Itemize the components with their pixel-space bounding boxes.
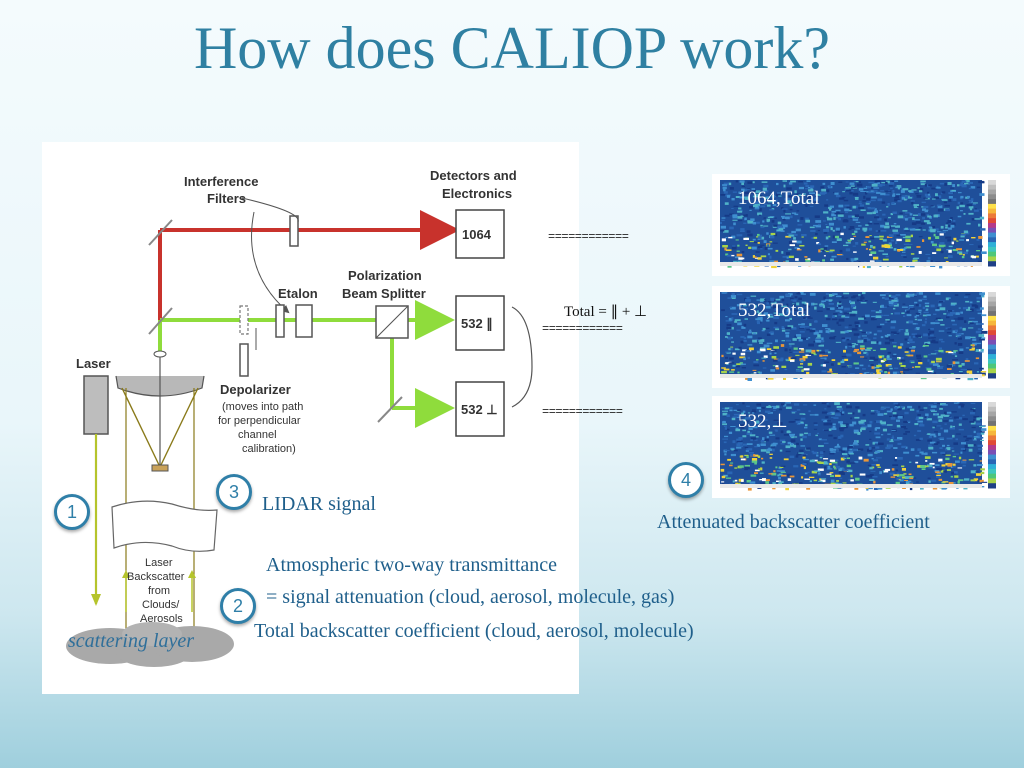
- total-backscatter-note: Total backscatter coefficient (cloud, ae…: [254, 620, 694, 642]
- etalon-label: Etalon: [278, 286, 318, 301]
- caliop-optics-diagram: Interference Filters Detectors and Elect…: [66, 168, 533, 667]
- badge-2: 2: [220, 588, 256, 624]
- slide-title: How does CALIOP work?: [193, 15, 831, 81]
- scattering-layer-label: scattering layer: [68, 630, 195, 652]
- total-formula: Total = ∥ + ⊥: [564, 304, 648, 320]
- plot-532-perp: 532,⊥: [712, 396, 1010, 498]
- interference-filters-label: Interference Filters: [184, 174, 262, 206]
- plot-image: [720, 180, 996, 269]
- interference-filters-label-line2: Filters: [207, 191, 246, 206]
- plot-image: [720, 292, 996, 381]
- det-532-perp-label: 532 ⊥: [461, 402, 498, 417]
- plot-label: 532,⊥: [738, 411, 788, 432]
- detectors-label-line2: Electronics: [442, 186, 512, 201]
- badge-4: 4: [668, 462, 704, 498]
- det-532-par-label: 532 ∥: [461, 316, 493, 332]
- polarization-splitter-line2: Beam Splitter: [342, 286, 426, 301]
- polarization-splitter-line1: Polarization: [348, 268, 422, 283]
- lidar-signal-sheet: [111, 500, 218, 552]
- plot-label: 1064,Total: [738, 188, 820, 209]
- det-1064-label: 1064: [462, 227, 492, 242]
- depolarizer-title: Depolarizer: [220, 382, 291, 397]
- dash-532-total: ============: [542, 322, 623, 336]
- laser-box: [83, 375, 109, 435]
- caliop-diagram-panel: Interference Filters Detectors and Elect…: [42, 142, 579, 694]
- transmittance-line2: = signal attenuation (cloud, aerosol, mo…: [266, 586, 675, 608]
- detectors-label-line1: Detectors and: [430, 168, 517, 183]
- badge-3: 3: [216, 474, 252, 510]
- badge-1: 1: [54, 494, 90, 530]
- plot-image: [720, 402, 996, 491]
- plot-1064-total: 1064,Total: [712, 174, 1010, 276]
- scattering-layer-cloud: [66, 622, 234, 667]
- backscatter-label: Laser Backscatter from Clouds/ Aerosols: [127, 557, 188, 625]
- detector-532-parallel: [455, 295, 505, 351]
- detectors-label: Detectors and Electronics: [430, 168, 520, 201]
- detector-532-perp: [455, 381, 505, 437]
- polarization-splitter-label: Polarization Beam Splitter: [342, 268, 426, 301]
- interference-filters-label-line1: Interference: [184, 174, 258, 189]
- attenuated-note: Attenuated backscatter coefficient: [657, 511, 930, 533]
- lidar-signal-note: LIDAR signal: [262, 493, 376, 515]
- dash-1064: ============: [548, 230, 629, 244]
- dash-532-perp: ============: [542, 405, 623, 419]
- plot-532-total: 532,Total: [712, 286, 1010, 388]
- laser-label: Laser: [76, 356, 111, 371]
- depolarizer-note: (moves into path for perpendicular chann…: [218, 401, 306, 455]
- panel-cutout: [552, 142, 579, 442]
- plot-label: 532,Total: [738, 300, 811, 321]
- detector-1064: [455, 209, 505, 259]
- transmittance-line1: Atmospheric two-way transmittance: [266, 554, 558, 576]
